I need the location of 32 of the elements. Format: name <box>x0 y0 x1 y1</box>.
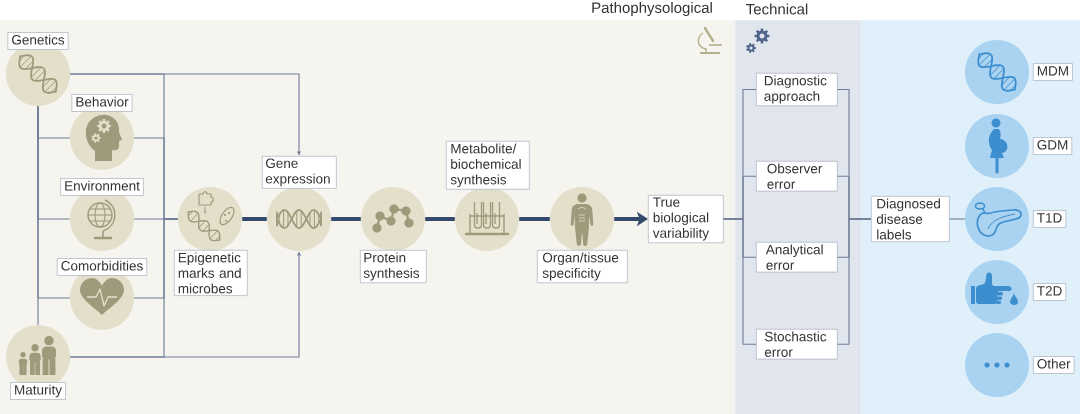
label-box: GDM <box>1033 137 1073 155</box>
connector-line <box>519 217 550 221</box>
connector-line <box>723 218 757 345</box>
label-box: Diagnosed disease labels <box>871 196 950 242</box>
label-box: Comorbidities <box>56 258 148 276</box>
label-box: Maturity <box>10 382 66 400</box>
label-box: Diagnostic approach <box>756 73 838 107</box>
label-box: Analytical error <box>756 242 838 273</box>
label-box: MDM <box>1033 63 1073 81</box>
connector-line <box>949 218 966 220</box>
connector-line <box>425 217 455 221</box>
connector-line <box>69 218 179 358</box>
connector-line <box>37 105 39 326</box>
label-box: Observer error <box>756 161 838 192</box>
label-box: Behavior <box>71 94 133 112</box>
label-box: Environment <box>60 178 144 196</box>
label-box: Metabolite/ biochemical synthesis <box>446 141 530 190</box>
label-box: Epigenetic marks and microbes <box>174 250 248 296</box>
label-box: Organ/tissue specificity <box>537 250 628 284</box>
label-box: True biological variability <box>648 194 724 244</box>
connector-line <box>331 217 361 221</box>
heading: Technical <box>746 3 808 15</box>
connector-line <box>837 218 872 345</box>
label-box: T2D <box>1033 283 1067 301</box>
label-box: Protein synthesis <box>360 250 427 284</box>
label-box: T1D <box>1033 210 1067 228</box>
label-box: Stochastic error <box>756 329 838 360</box>
label-box: Other <box>1033 356 1075 374</box>
heading: Pathophysological <box>592 2 712 16</box>
connector-line <box>242 217 267 221</box>
label-box: Genetics <box>7 32 69 50</box>
label-box: Gene expression <box>262 156 337 189</box>
